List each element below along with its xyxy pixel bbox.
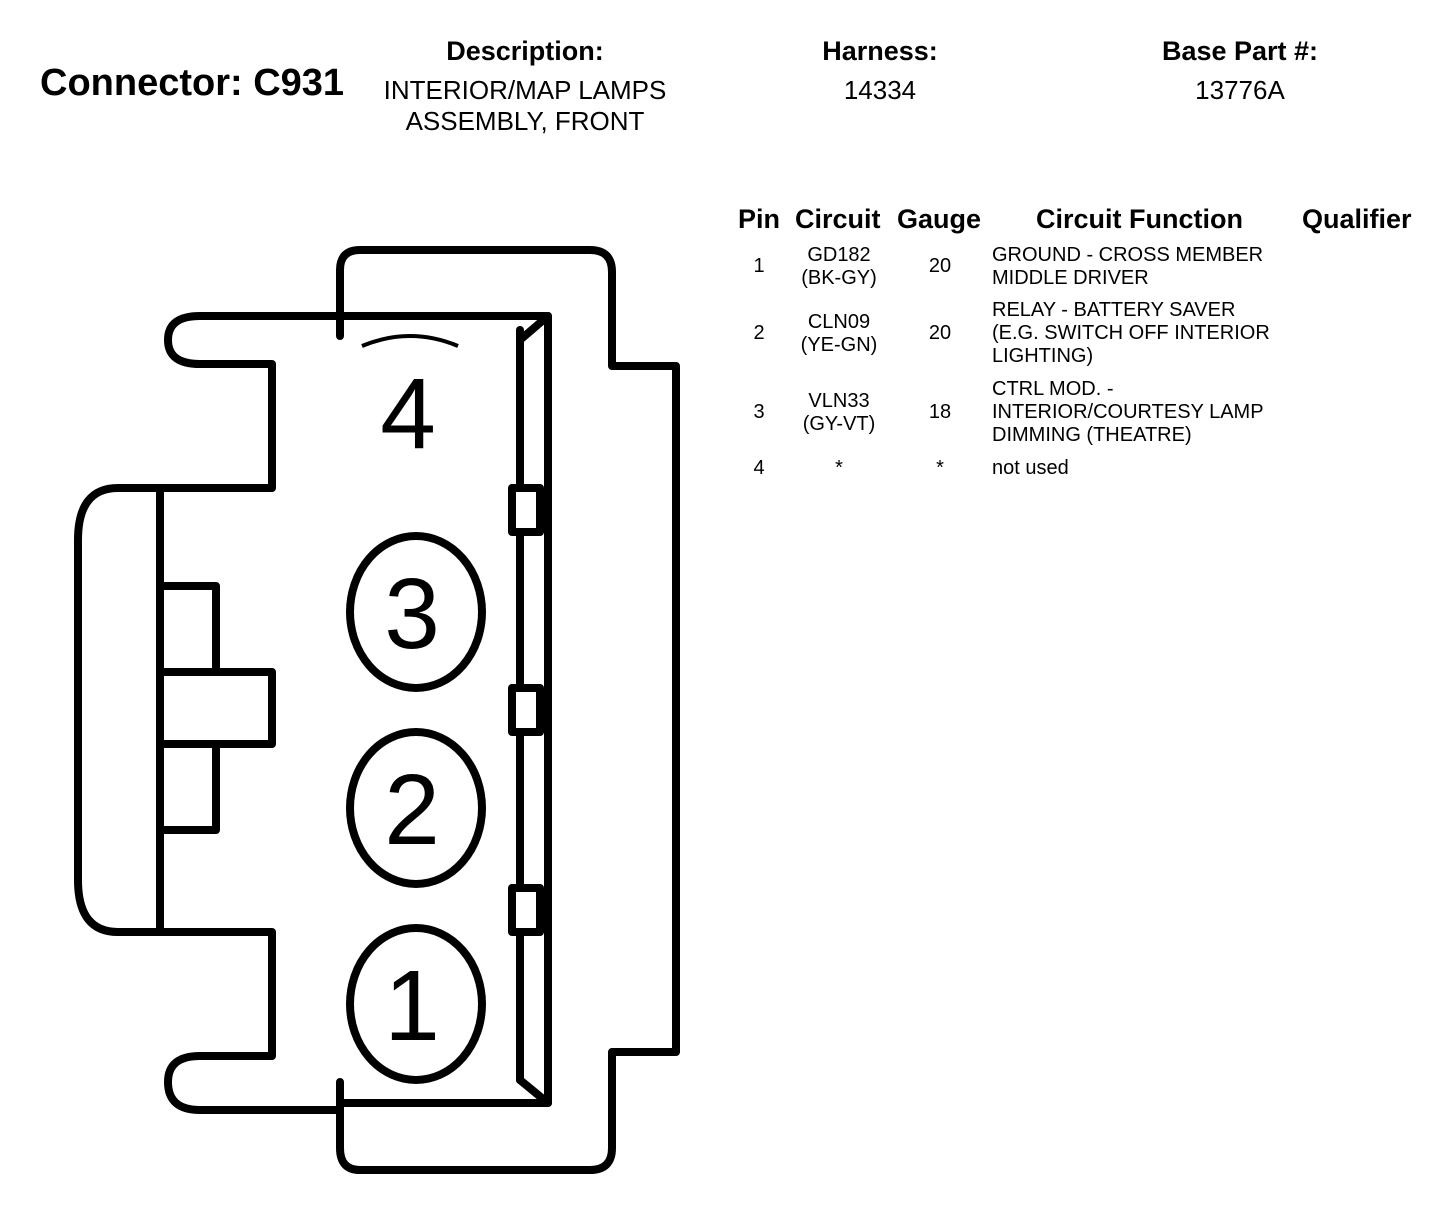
row-3-function-line-3: DIMMING (THEATRE) <box>992 424 1192 446</box>
connector-right-outer-bar <box>608 312 680 1107</box>
pin-number-2: 2 <box>384 754 440 866</box>
row-1-pin: 1 <box>753 255 765 277</box>
connector-key-tab-middle <box>160 668 276 748</box>
connector-top-cap <box>336 246 616 340</box>
row-1-function-line-2: MIDDLE DRIVER <box>992 267 1149 289</box>
pin-cavity-4-arc <box>361 334 459 348</box>
base-part-value: 13776A <box>1195 75 1285 105</box>
row-3-pin: 3 <box>753 401 765 423</box>
col-header-qualifier: Qualifier <box>1302 204 1412 234</box>
row-3-circuit-color: (GY-VT) <box>802 413 876 435</box>
row-1-circuit-color: (BK-GY) <box>801 267 877 289</box>
row-2-gauge: 20 <box>928 322 952 344</box>
row-4-gauge: * <box>936 457 944 479</box>
col-header-gauge: Gauge <box>897 204 982 234</box>
col-header-pin: Pin <box>738 204 781 234</box>
connector-key-tab-upper <box>160 582 220 676</box>
row-2-function-line-3: LIGHTING) <box>992 345 1094 367</box>
pin-number-3: 3 <box>384 558 440 670</box>
connector-left-latch <box>74 484 164 936</box>
connector-key-tab-lower <box>160 740 220 834</box>
pin-number-4: 4 <box>380 358 436 470</box>
connector-title: Connector: C931 <box>40 62 345 104</box>
connector-rail-notch-3 <box>508 884 544 936</box>
connector-rail-notch-1 <box>508 484 544 536</box>
connector-body-outline <box>156 312 552 1114</box>
harness-label: Harness: <box>822 36 938 66</box>
connector-bottom-cap <box>336 1078 616 1174</box>
pin-cavity-3 <box>346 532 486 692</box>
description-line-2: ASSEMBLY, FRONT <box>405 106 645 136</box>
row-3-function-line-1: CTRL MOD. - <box>992 378 1114 400</box>
row-3-gauge: 18 <box>928 401 952 423</box>
row-4-function-line-1: not used <box>992 457 1069 479</box>
row-3-circuit-id: VLN33 <box>808 390 870 412</box>
connector-rail-notch-2 <box>508 684 544 736</box>
row-2-function-line-1: RELAY - BATTERY SAVER <box>992 299 1236 321</box>
pin-cavity-2 <box>346 728 486 888</box>
row-2-pin: 2 <box>753 322 765 344</box>
row-1-gauge: 20 <box>928 255 952 277</box>
pin-number-1: 1 <box>384 950 440 1062</box>
row-1-circuit-id: GD182 <box>807 244 871 266</box>
row-1-function-line-1: GROUND - CROSS MEMBER <box>992 244 1264 266</box>
pin-cavity-1 <box>346 924 486 1084</box>
row-2-function-line-2: (E.G. SWITCH OFF INTERIOR <box>992 322 1270 344</box>
connector-face-diagram: 4 3 2 1 <box>74 246 680 1174</box>
row-2-circuit-color: (YE-GN) <box>800 334 878 356</box>
col-header-circuit: Circuit <box>795 204 881 234</box>
row-4-circuit-id: * <box>835 457 843 479</box>
base-part-label: Base Part #: <box>1161 36 1319 66</box>
description-label: Description: <box>446 36 604 66</box>
row-4-pin: 4 <box>753 457 765 479</box>
connector-right-rail-bevel <box>516 312 552 1107</box>
description-line-1: INTERIOR/MAP LAMPS <box>383 75 667 105</box>
row-3-function-line-2: INTERIOR/COURTESY LAMP <box>992 401 1264 423</box>
col-header-circuit-function: Circuit Function <box>1036 204 1243 234</box>
harness-value: 14334 <box>843 75 917 105</box>
row-2-circuit-id: CLN09 <box>807 311 871 333</box>
